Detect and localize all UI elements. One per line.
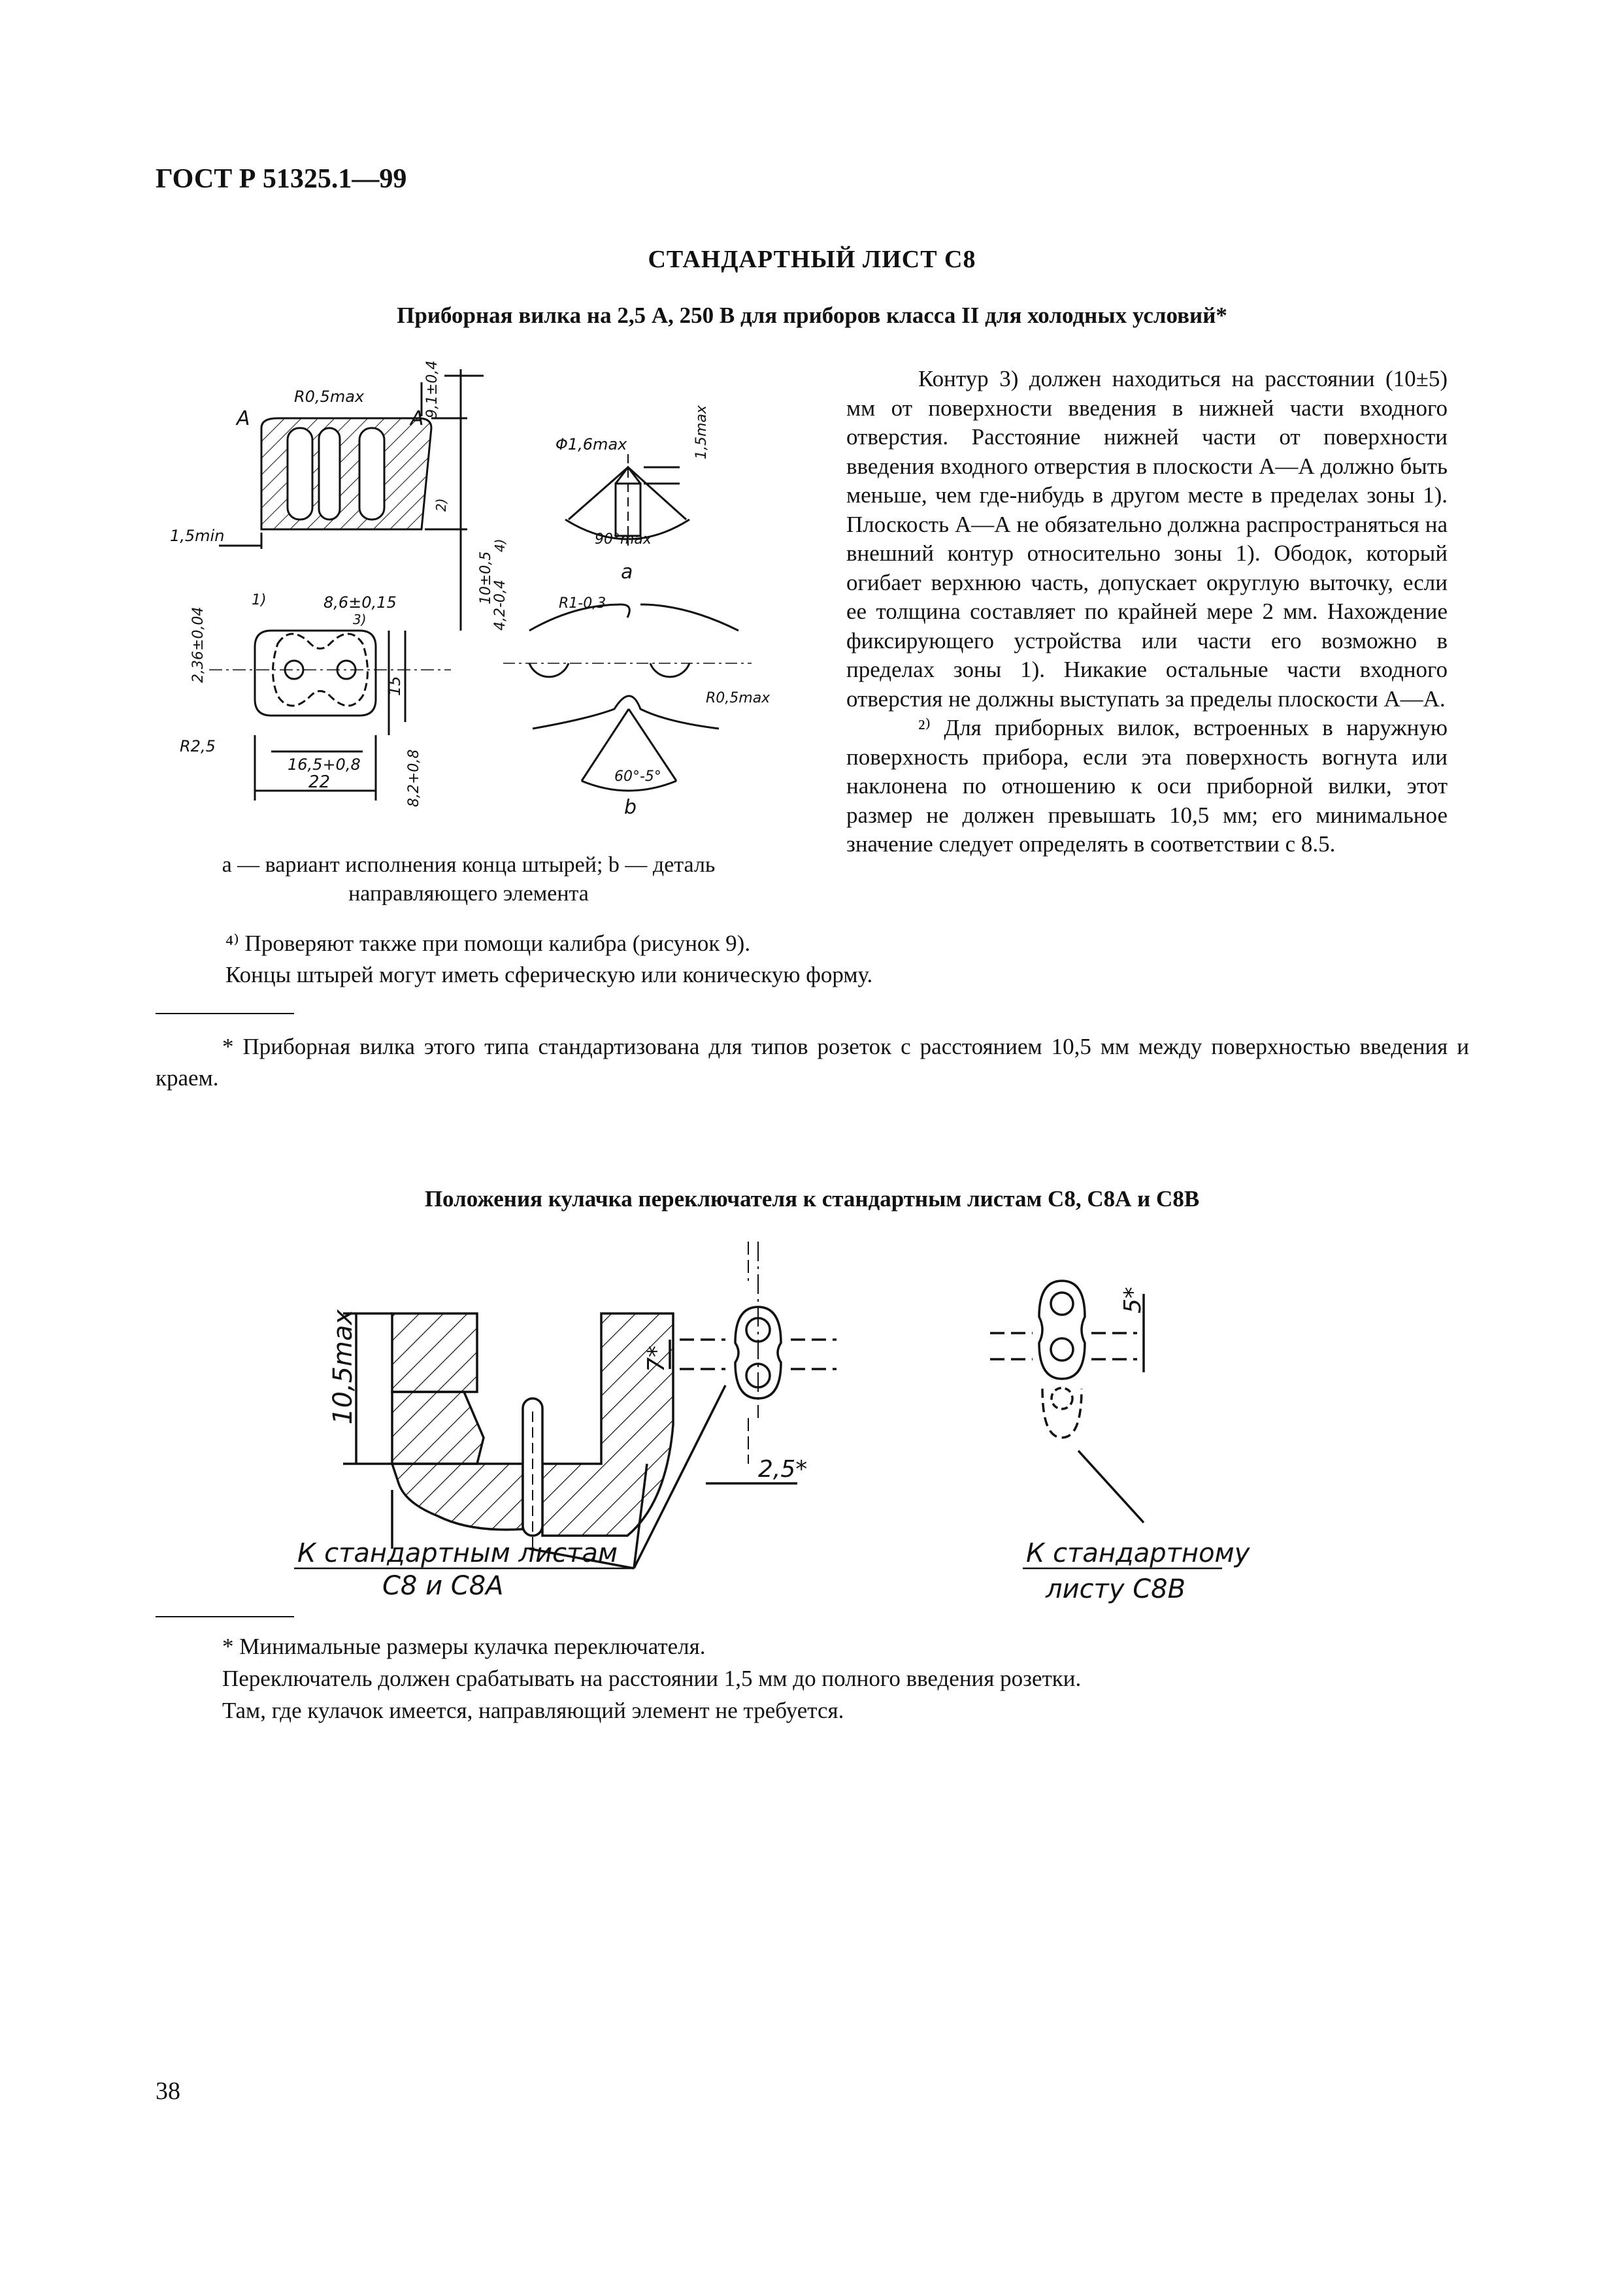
dim-label: 90°max [595, 531, 652, 548]
detail-label-a: a [621, 561, 633, 584]
section-mark-a: A [409, 407, 424, 430]
section-title: Положения кулачка переключателя к станда… [424, 1186, 1200, 1212]
note-line: Концы штырей могут иметь сферическую или… [225, 962, 873, 987]
paragraph: Контур 3) должен находиться на расстояни… [846, 366, 1448, 712]
dim-label: 8,2+0,8 [406, 750, 422, 807]
note-ref: 4) [492, 538, 508, 552]
paragraph: ²⁾ Для приборных вилок, встроенных в нар… [846, 715, 1448, 857]
note-ref: 3) [353, 612, 367, 627]
note-line: Переключатель должен срабатывать на расс… [222, 1666, 1082, 1691]
cam-front-view-c8b [990, 1280, 1145, 1524]
dim-label: R2,5 [180, 737, 216, 755]
pin-end-variant [565, 454, 690, 546]
footnote-rule [156, 1013, 294, 1014]
footnote: * Приборная вилка этого типа стандартизо… [156, 1034, 1469, 1091]
slot-left [286, 427, 314, 521]
figure-caption: а — вариант исполнения конца штырей; b —… [222, 853, 716, 906]
cam-front-view-c8 [669, 1242, 837, 1485]
dim-label: 1,5min [170, 527, 224, 545]
dim-label: 2,36±0,04 [190, 607, 207, 683]
dim-label: R0,5max [294, 388, 365, 406]
slot-right [358, 427, 386, 521]
dim-label: 16,5+0,8 [288, 755, 361, 774]
callout-label: К стандартным листам [297, 1538, 618, 1568]
dim-label: 60°-5° [614, 768, 661, 785]
right-column-text: Контур 3) должен находиться на расстояни… [846, 365, 1448, 859]
slot-mid [318, 427, 341, 521]
dim-label: 10,5max [328, 1309, 358, 1425]
dim-label: 2,5* [758, 1456, 807, 1483]
dim-label: R0,5max [706, 690, 771, 706]
footnote-rule [156, 1616, 294, 1617]
dim-label: 5* [1119, 1287, 1146, 1313]
front-view [209, 629, 451, 801]
document-code: ГОСТ Р 51325.1—99 [156, 164, 407, 194]
switch-cam-drawing: 10,5max 7* 2,5* 5* К стандартным листам … [294, 1242, 1251, 1604]
cam-notes: * Минимальные размеры кулачка переключат… [222, 1630, 1464, 1726]
sheet-subtitle: Приборная вилка на 2,5 А, 250 В для приб… [397, 303, 1227, 328]
dim-label: 1,5max [693, 405, 710, 459]
dim-label: 8,6±0,15 [323, 593, 397, 612]
note-ref: 2) [433, 498, 449, 512]
note-line: * Минимальные размеры кулачка переключат… [222, 1634, 706, 1659]
dim-label: 15 [386, 676, 404, 696]
section-view [219, 369, 484, 631]
dim-label: 9,1±0,4 [424, 361, 440, 418]
note-line: ⁴⁾ Проверяют также при помощи калибра (р… [225, 931, 751, 956]
guide-detail [503, 603, 752, 792]
callout-label: листу С8В [1045, 1574, 1185, 1604]
callout-label: С8 и С8А [382, 1571, 504, 1601]
sheet-title: СТАНДАРТНЫЙ ЛИСТ С8 [648, 246, 976, 273]
figure-notes: ⁴⁾ Проверяют также при помощи калибра (р… [225, 928, 1467, 991]
dim-label: 22 [308, 772, 330, 792]
dim-label: Φ1,6max [555, 435, 627, 454]
dim-label: 4,2-0,4 [492, 580, 508, 631]
callout-label: К стандартному [1026, 1538, 1251, 1568]
dim-label: 7* [643, 1346, 670, 1372]
note-line: Там, где кулачок имеется, направляющий э… [222, 1698, 844, 1723]
inlet-drawing: R0,5max A A 1,5min 9,1±0,4 2) 10±0,5 4) … [170, 361, 771, 819]
dim-label: 10±0,5 [478, 552, 494, 604]
detail-label-b: b [624, 796, 637, 819]
dim-label: R1-0,3 [559, 595, 606, 612]
section-mark-a: A [235, 407, 250, 430]
cam-section-view [343, 1312, 727, 1570]
note-ref: 1) [252, 592, 267, 608]
page-number: 38 [156, 2077, 180, 2105]
